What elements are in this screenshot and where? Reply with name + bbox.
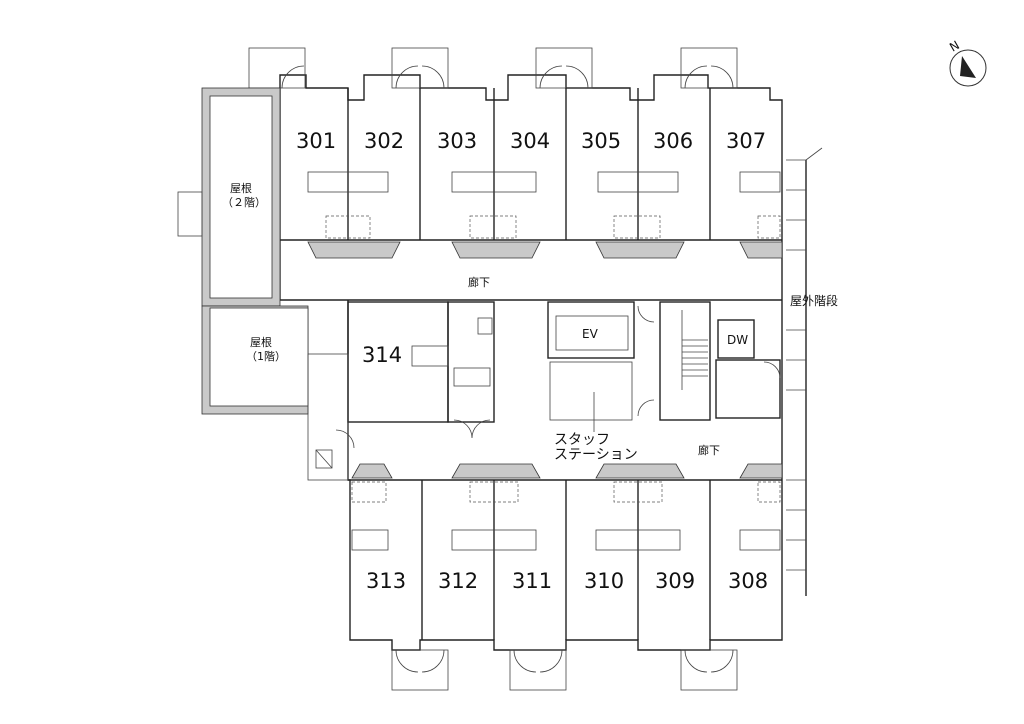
room-304: 304 [510,129,550,153]
room-302: 302 [364,129,404,153]
room-306: 306 [653,129,693,153]
balconies-top [248,47,738,89]
room-305: 305 [581,129,621,153]
room-301: 301 [296,129,336,153]
inner-stairs [681,310,708,390]
outdoor-stairs-label: 屋外階段 [790,293,838,308]
room-309: 309 [655,569,695,593]
room-310: 310 [584,569,624,593]
room-307: 307 [726,129,766,153]
roof-2f-line2: （２階） [222,195,266,209]
room-303: 303 [437,129,477,153]
corridor-lower-label: 廊下 [698,443,720,457]
roof-1f-line1: 屋根 [250,335,272,349]
room-311: 311 [512,569,552,593]
staff-station-line2: ステーション [554,447,638,463]
room-312: 312 [438,569,478,593]
elevator-label: EV [582,327,599,341]
roof-areas [177,87,355,481]
top-room-walls [280,88,783,259]
room-314: 314 [362,343,402,367]
dumbwaiter-label: DW [727,333,748,347]
corridor-upper-label: 廊下 [468,275,490,289]
room-313: 313 [366,569,406,593]
balconies-bottom [391,649,738,691]
roof-1f-line2: （1階） [246,349,286,363]
north-arrow: N [947,38,987,87]
roof-2f-line1: 屋根 [230,181,252,195]
building-outline [279,74,783,651]
middle-section [347,301,781,439]
staff-station-line1: スタッフ [554,432,610,448]
room-numbers-top: 301 302 303 304 305 306 307 [296,129,766,153]
room-numbers-bottom: 313 312 311 310 309 308 [366,569,768,593]
outdoor-stairs-graphic [786,147,823,596]
bottom-room-walls [348,463,783,640]
room-308: 308 [728,569,768,593]
